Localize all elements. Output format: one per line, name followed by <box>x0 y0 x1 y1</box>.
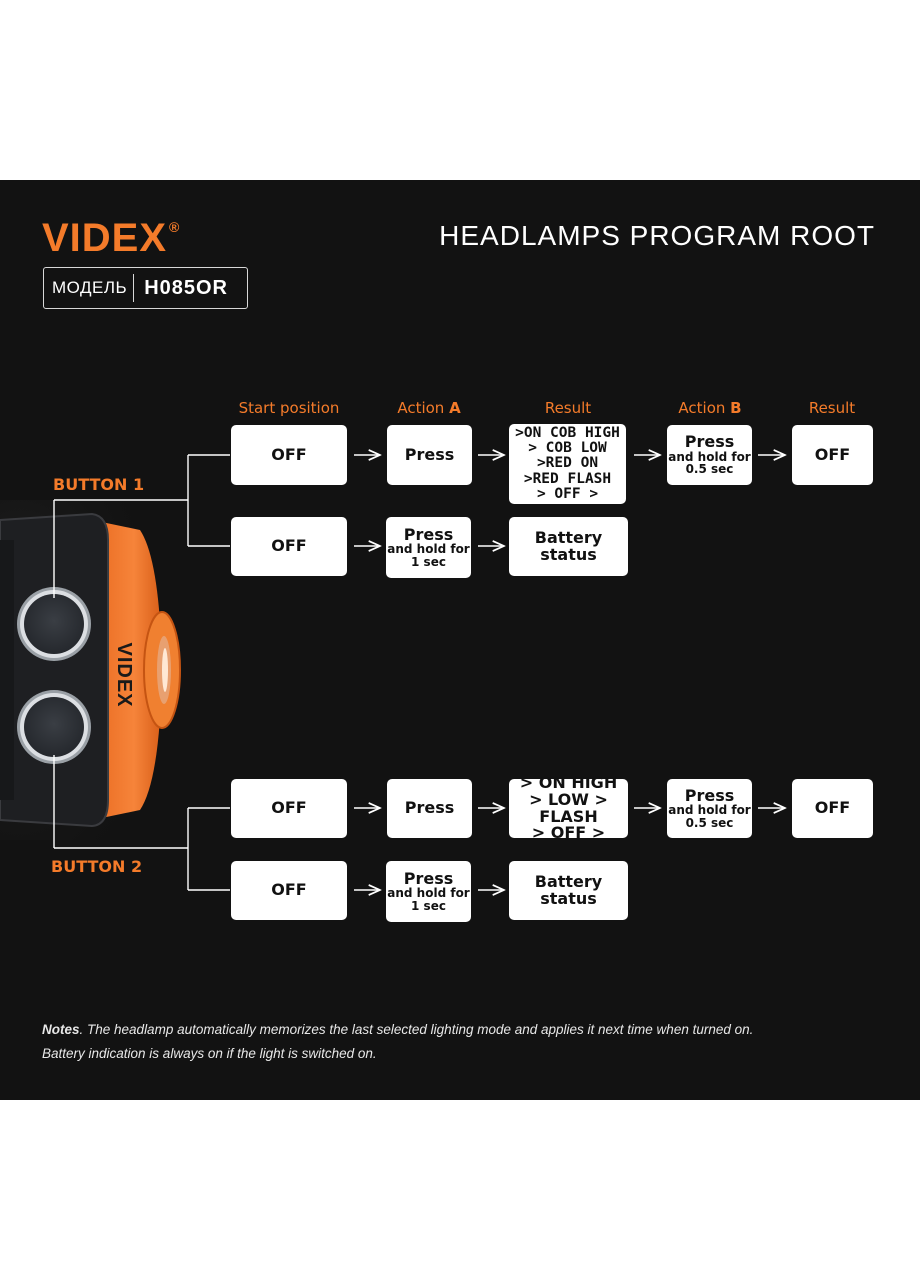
b1-action-b-box: Press and hold for 0.5 sec <box>667 425 752 485</box>
headlamp-illustration: VIDEX <box>0 500 200 840</box>
b1-result-line-3: >RED ON <box>536 455 599 472</box>
b1-row2-start-text: OFF <box>271 536 307 556</box>
button-1-label: BUTTON 1 <box>53 475 145 494</box>
b1-result-line-2: > COB LOW <box>528 440 607 457</box>
b1-row2-action-main: Press <box>403 524 454 544</box>
b1-final-text: OFF <box>814 444 851 464</box>
b2-row2-action-box: Press and hold for 1 sec <box>386 861 471 922</box>
b2-row2-result-line-1: Battery <box>534 871 603 891</box>
b2-action-b-sub: and hold for <box>668 803 751 818</box>
flow-connectors <box>53 180 920 1100</box>
header-action-b: Action B <box>678 399 741 417</box>
button-1-graphic <box>17 587 91 661</box>
notes-line-1: Notes. The headlamp automatically memori… <box>42 1018 753 1042</box>
b1-action-a-text: Press <box>404 444 455 464</box>
b2-final-text: OFF <box>814 798 851 818</box>
b1-row2-result-line-1: Battery <box>534 527 603 547</box>
header-action-a-letter: A <box>449 399 461 417</box>
b2-row2-start-text: OFF <box>271 880 307 900</box>
notes: Notes. The headlamp automatically memori… <box>42 1018 753 1066</box>
b2-row2-action-main: Press <box>403 868 454 888</box>
b2-start-text: OFF <box>271 798 307 818</box>
b1-row2-start-box: OFF <box>231 517 347 576</box>
b2-result-line-1: > ON HIGH <box>519 772 618 792</box>
b1-action-b-time: 0.5 sec <box>685 462 734 477</box>
header-start-position: Start position <box>238 399 340 417</box>
b1-start-box: OFF <box>231 425 347 485</box>
b1-row2-result-box: Battery status <box>509 517 628 576</box>
lamp-body-orange <box>92 520 162 820</box>
button-2-graphic <box>17 690 91 764</box>
b1-start-text: OFF <box>271 444 307 464</box>
b1-row2-action-time: 1 sec <box>411 554 446 569</box>
b1-result-line-4: >RED FLASH <box>523 470 612 487</box>
model-divider <box>133 274 135 302</box>
diagram-panel: VIDEX® МОДЕЛЬ H085OR HEADLAMPS PROGRAM R… <box>0 180 920 1100</box>
b1-action-a-box: Press <box>387 425 472 485</box>
notes-line-2: Battery indication is always on if the l… <box>42 1046 377 1061</box>
b1-result-line-1: >ON COB HIGH <box>515 424 620 441</box>
header-action-b-letter: B <box>730 399 742 417</box>
device-logo: VIDEX <box>113 642 135 707</box>
logo-text: VIDEX <box>42 216 168 260</box>
b1-result-line-5: > OFF > <box>536 485 599 502</box>
header-action-a: Action A <box>397 399 460 417</box>
header-action-b-prefix: Action <box>678 399 731 417</box>
b2-action-b-main: Press <box>684 785 735 805</box>
b2-row2-result-line-2: status <box>540 888 597 908</box>
notes-text-1: . The headlamp automatically memorizes t… <box>79 1022 754 1037</box>
model-badge: МОДЕЛЬ H085OR <box>43 267 248 309</box>
model-label: МОДЕЛЬ <box>52 278 128 297</box>
b1-final-box: OFF <box>792 425 873 485</box>
b2-start-box: OFF <box>231 779 347 838</box>
b2-action-b-time: 0.5 sec <box>685 815 734 830</box>
b2-row2-action-time: 1 sec <box>411 898 446 913</box>
header-result-2: Result <box>808 399 856 417</box>
b1-row2-action-box: Press and hold for 1 sec <box>386 517 471 578</box>
b2-row2-start-box: OFF <box>231 861 347 920</box>
b2-row2-action-sub: and hold for <box>387 886 470 901</box>
b2-action-b-box: Press and hold for 0.5 sec <box>667 779 752 838</box>
header-result-1: Result <box>544 399 592 417</box>
b2-result-line-3: > OFF > <box>531 823 606 843</box>
b1-result-box: >ON COB HIGH > COB LOW >RED ON >RED FLAS… <box>509 424 626 504</box>
b1-row2-action-sub: and hold for <box>387 542 470 557</box>
videx-logo: VIDEX® <box>42 218 180 258</box>
b2-result-line-2: > LOW > FLASH <box>529 789 608 826</box>
b2-row2-result-box: Battery status <box>509 861 628 920</box>
b1-action-b-main: Press <box>684 432 735 451</box>
b2-action-a-text: Press <box>404 798 455 818</box>
b1-action-b-sub: and hold for <box>668 449 751 464</box>
button-2-label: BUTTON 2 <box>51 857 143 876</box>
model-value: H085OR <box>144 276 228 299</box>
b2-final-box: OFF <box>792 779 873 838</box>
b2-result-box: > ON HIGH > LOW > FLASH > OFF > <box>509 774 628 841</box>
header-action-a-prefix: Action <box>397 399 450 417</box>
page-title: HEADLAMPS PROGRAM ROOT <box>439 220 875 251</box>
b1-row2-result-line-2: status <box>540 544 597 564</box>
notes-lead: Notes <box>42 1022 80 1037</box>
registered-mark: ® <box>169 219 181 235</box>
b2-action-a-box: Press <box>387 779 472 838</box>
